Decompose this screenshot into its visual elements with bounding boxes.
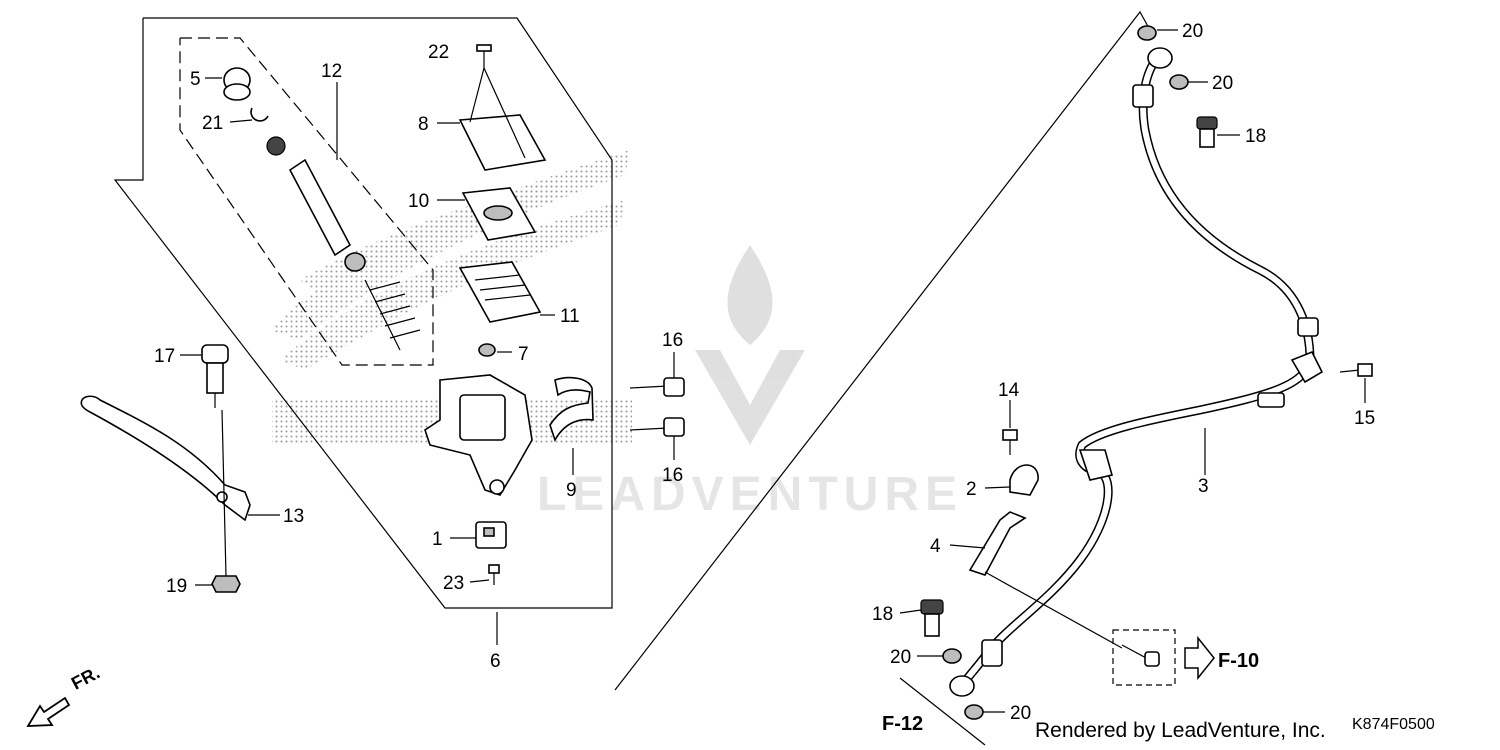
pivot-nut (211, 575, 241, 593)
callout-3[interactable]: 3 (1198, 476, 1209, 497)
callout-16a[interactable]: 16 (662, 330, 683, 351)
brake-switch (475, 521, 507, 549)
pivot-bolt (201, 344, 229, 408)
sealing-washers (942, 25, 1189, 720)
callout-23[interactable]: 23 (443, 573, 464, 594)
callout-11[interactable]: 11 (560, 306, 580, 327)
callout-8[interactable]: 8 (418, 114, 429, 135)
page-ref-f10[interactable]: F-10 (1218, 650, 1259, 672)
piston-set (223, 67, 421, 351)
hose-stay (968, 511, 1027, 576)
callout-9[interactable]: 9 (566, 480, 577, 501)
callout-20d[interactable]: 20 (1010, 703, 1031, 724)
callout-14[interactable]: 14 (998, 380, 1020, 401)
master-cylinder-holder (549, 376, 594, 442)
f12-arrow-icon[interactable] (899, 677, 986, 746)
callout-13[interactable]: 13 (283, 506, 304, 527)
brake-hose (949, 47, 1324, 697)
f10-arrow-icon[interactable] (1184, 635, 1215, 681)
callout-17[interactable]: 17 (154, 346, 175, 367)
callout-10[interactable]: 10 (408, 191, 429, 212)
watermark (695, 245, 805, 445)
holder-bolts (629, 377, 685, 437)
front-direction-arrow-icon (26, 696, 71, 727)
cap-screw (469, 44, 526, 159)
diaphragm-plate (478, 343, 496, 357)
callout-12[interactable]: 12 (321, 61, 342, 82)
f10-bolt (1121, 644, 1160, 667)
oil-bolts (920, 116, 1218, 637)
callout-20b[interactable]: 20 (1212, 73, 1233, 94)
callout-4[interactable]: 4 (930, 536, 941, 557)
watermark-text: LEADVENTURE (537, 468, 963, 521)
callout-18b[interactable]: 18 (872, 604, 893, 625)
assembly-outlines (113, 10, 1151, 691)
page-ref-f12[interactable]: F-12 (882, 713, 923, 735)
callout-numbers: 1 2 3 4 5 6 7 8 9 10 11 12 13 14 15 16 1… (154, 21, 1375, 724)
callout-15[interactable]: 15 (1354, 408, 1375, 429)
f10-bolt-box (1112, 629, 1176, 686)
hose-bolt-15 (1339, 363, 1373, 377)
master-cylinder-body (424, 374, 533, 496)
callout-1[interactable]: 1 (432, 529, 443, 550)
callout-20a[interactable]: 20 (1182, 21, 1203, 42)
callout-21[interactable]: 21 (202, 113, 223, 134)
callout-20c[interactable]: 20 (890, 647, 911, 668)
callout-16b[interactable]: 16 (662, 465, 683, 486)
callout-22[interactable]: 22 (428, 42, 449, 63)
diagram-code: K874F0500 (1352, 716, 1435, 733)
callout-2[interactable]: 2 (966, 479, 977, 500)
callout-5[interactable]: 5 (190, 69, 201, 90)
clamp-screw (1002, 429, 1018, 455)
hose-clamp (1009, 464, 1039, 496)
callout-18a[interactable]: 18 (1245, 126, 1266, 147)
render-credit: Rendered by LeadVenture, Inc. (1035, 719, 1326, 742)
callout-6[interactable]: 6 (490, 651, 501, 672)
callout-7[interactable]: 7 (518, 344, 529, 365)
switch-screw (488, 564, 500, 585)
leader-lines (180, 29, 1366, 713)
callout-19[interactable]: 19 (166, 576, 187, 597)
